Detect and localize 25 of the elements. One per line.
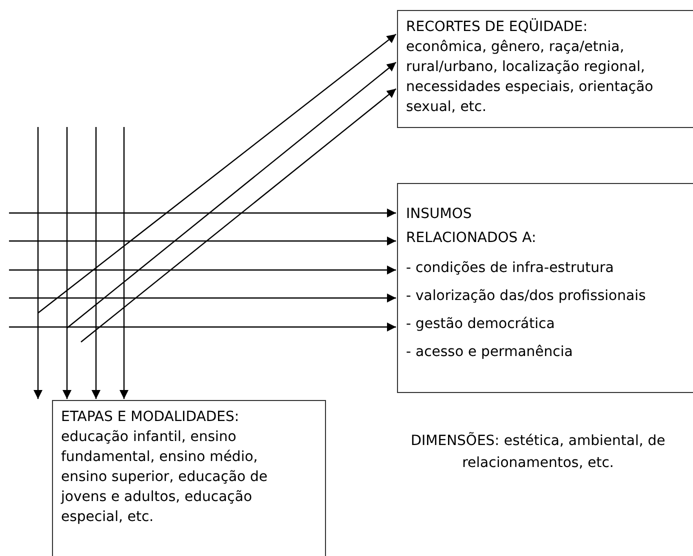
list-item: - condições de infra-estrutura: [406, 259, 615, 278]
list-item: - gestão democrática: [406, 315, 556, 334]
box-heading: RECORTES DE EQÜIDADE:: [406, 17, 589, 37]
box-heading: INSUMOS RELACIONADOS A:: [406, 205, 538, 248]
box-heading: ETAPAS E MODALIDADES:: [61, 408, 240, 427]
arrow: [9, 266, 396, 274]
arrow: [66, 62, 396, 328]
arrow: [9, 208, 396, 218]
arrow: [9, 322, 396, 332]
stages-box: [52, 400, 326, 556]
inputs-box: [397, 183, 693, 393]
arrow: [120, 127, 128, 399]
list-item: - valorização das/dos profissionais: [406, 287, 647, 306]
list-item: - acesso e permanência: [406, 343, 574, 362]
arrow: [38, 34, 396, 314]
arrow: [9, 236, 396, 246]
arrow: [9, 294, 396, 302]
arrow: [92, 127, 100, 399]
box-text: econômica, gênero, raça/etnia, rural/urbano, localização regional, necessidades especiais, orientação sexual, etc.: [406, 38, 654, 117]
arrow: [34, 127, 42, 399]
note-text: DIMENSÕES: estética, ambiental, de relacionamentos, etc.: [410, 431, 666, 473]
arrow: [80, 88, 396, 342]
equity-box: [397, 10, 693, 128]
arrow: [62, 127, 72, 399]
box-text: educação infantil, ensino fundamental, ensino médio, ensino superior, educação de jovens e adultos, educação especial, etc.: [61, 428, 269, 527]
